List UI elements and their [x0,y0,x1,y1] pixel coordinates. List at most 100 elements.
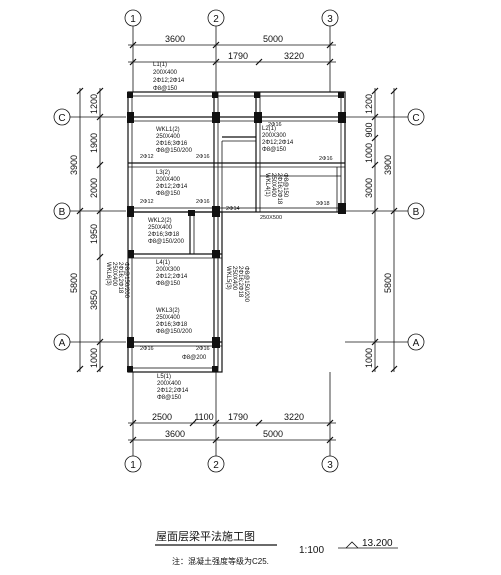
beam-wkl6-name: WKL6(3) [105,262,111,286]
dim-bottom-inner-3: 1790 [228,412,248,422]
dim-top-outer-1: 3600 [165,34,185,44]
axis-bubbles-bottom: 1 2 3 [124,455,339,473]
beam-l2-name: L2(1) [262,126,276,132]
dimension-bottom: 2500 1100 1790 3220 3600 5000 [128,412,336,444]
columns [127,92,346,372]
beam-l3-size: 200X400 [156,177,181,183]
dim-right-inner-1: 1200 [364,94,374,114]
beam-l4-bars: 2Φ12;2Φ14 [156,274,188,280]
dim-left-outer-1: 3900 [69,155,79,175]
beam-l4-stirrup: Φ8@150 [156,281,181,287]
axis-label-A-left: A [59,338,66,349]
beam-wkl6-bars: 2Φ16;2Φ18 [117,262,123,294]
beam-l5-size: 200X400 [157,381,182,387]
bottom-stirrup-note: Φ8@200 [182,355,207,361]
spot-labels: 2Φ12 2Φ16 2Φ12 2Φ16 2Φ16 2Φ16 3Φ18 2Φ14 … [140,122,333,361]
dim-right-outer-1: 3900 [383,155,393,175]
beam-l3-bars: 2Φ12;2Φ14 [156,184,188,190]
beam-wkl5-name: WKL5(3) [225,266,231,290]
beam-wkl6-size: 250X400 [111,262,117,287]
dim-left-inner-3: 2000 [89,178,99,198]
beam-wkl6-stirrup: Φ8@150/200 [123,262,129,299]
beam-label-wkl2: WKL2(2) 250X400 2Φ16;3Φ18 Φ8@150/200 [148,218,185,245]
dim-right-outer-2: 5800 [383,273,393,293]
beam-label-l4: L4(1) 200X300 2Φ12;2Φ14 Φ8@150 [156,260,188,287]
beam-wkl2-stirrup: Φ8@150/200 [148,239,185,245]
drawing-note: 注：混凝土强度等级为C25. [172,556,269,566]
axis-label-1-bottom: 1 [130,460,136,471]
spot-2d16-e: 2Φ16 [140,346,154,352]
beam-label-wkl3: WKL3(2) 250X400 2Φ16;3Φ18 Φ8@150/200 [156,308,193,335]
dim-top-inner-2: 3220 [284,51,304,61]
dim-right-inner-2: 900 [364,122,374,137]
spot-2d12-a: 2Φ12 [140,154,154,160]
spot-2d16-a: 2Φ16 [196,154,210,160]
axis-label-3-bottom: 3 [327,460,333,471]
drawing-scale: 1:100 [299,545,324,556]
beam-wkl3-bars: 2Φ16;3Φ18 [156,322,188,328]
dimension-left: 3900 5800 1200 1900 2000 1950 3850 1000 [69,87,104,373]
beam-l1-stirrup: Φ8@150 [153,86,178,92]
beam-wkl1-stirrup: Φ8@150/200 [156,148,193,154]
dim-bottom-inner-2: 1100 [194,412,213,422]
beam-l3-stirrup: Φ8@150 [156,191,181,197]
drawing-title: 屋面层梁平法施工图 [156,529,255,543]
beam-l3-name: L3(2) [156,170,170,176]
beam-wkl2-bars: 2Φ16;3Φ18 [148,232,180,238]
axis-label-2-top: 2 [213,14,219,25]
beam-wkl5-stirrup: Φ8@150/200 [243,266,249,303]
dim-left-inner-1: 1200 [89,94,99,114]
dim-right-inner-5: 1000 [364,348,374,368]
beam-l2-bars: 2Φ12;2Φ14 [262,140,294,146]
axis-bubbles-top: 1 2 3 [124,9,339,27]
beam-l2-size: 200X300 [262,133,287,139]
dimension-right: 1200 900 1000 3000 1000 3900 5800 [364,87,398,373]
beam-wkl5-bars: 2Φ16;2Φ18 [237,266,243,298]
beam-label-l3: L3(2) 200X400 2Φ12;2Φ14 Φ8@150 [156,170,188,197]
beam-label-wkl1: WKL1(2) 250X400 2Φ16;3Φ16 Φ8@150/200 [156,127,193,154]
beam-l2-stirrup: Φ8@150 [262,147,287,153]
dim-right-inner-3: 1000 [364,143,374,163]
beam-wkl4-size: 250X400 [270,173,276,198]
beam-lines [127,91,346,373]
beam-label-wkl5: WKL5(3) 250X400 2Φ16;2Φ18 Φ8@150/200 [225,266,249,303]
dim-bottom-outer-2: 5000 [263,429,283,439]
axis-label-A-right: A [413,338,420,349]
beam-label-l5: L5(1) 200X400 2Φ12;2Φ14 Φ8@150 [157,374,189,401]
beam-wkl1-bars: 2Φ16;3Φ16 [156,141,188,147]
spot-2d16-c: 2Φ16 [268,122,282,128]
axis-label-C-left: C [58,113,65,124]
beam-wkl4-stirrup: Φ8@150 [282,173,288,198]
axis-label-B-right: B [413,207,420,218]
dim-bottom-inner-4: 3220 [284,412,304,422]
dim-left-inner-6: 1000 [89,348,99,368]
spot-2d16-d: 2Φ16 [319,156,333,162]
axis-label-2-bottom: 2 [213,460,219,471]
beam-l5-name: L5(1) [157,374,171,380]
dim-bottom-inner-1: 2500 [152,412,172,422]
axis-label-B-left: B [59,207,66,218]
axis-label-1-top: 1 [130,14,136,25]
beam-l1-size: 200X400 [153,70,178,76]
beam-wkl3-stirrup: Φ8@150/200 [156,329,193,335]
axis-label-C-right: C [412,113,419,124]
spot-3d18-a: 3Φ18 [316,201,330,207]
beam-wkl5-size: 250X400 [231,266,237,291]
spot-size-250x500: 250X500 [260,215,282,221]
dim-left-inner-4: 1950 [89,224,99,244]
dim-left-outer-2: 5800 [69,273,79,293]
dim-right-inner-4: 3000 [364,178,374,198]
axis-label-3-top: 3 [327,14,333,25]
dim-left-inner-2: 1900 [89,133,99,153]
beam-wkl2-size: 250X400 [148,225,173,231]
dim-bottom-outer-1: 3600 [165,429,185,439]
beam-label-wkl6: WKL6(3) 250X400 2Φ16;2Φ18 Φ8@150/200 [105,262,129,299]
spot-2d16-b: 2Φ16 [196,199,210,205]
elevation-value: 13.200 [362,538,393,549]
dim-left-inner-5: 3850 [89,290,99,310]
beam-wkl2-name: WKL2(2) [148,218,172,224]
beam-label-wkl4: WKL4(1) 250X400 2Φ16;2Φ18 Φ8@150 [264,173,288,205]
title-block: 屋面层梁平法施工图 1:100 13.200 注：混凝土强度等级为C25. [155,529,398,566]
beam-wkl4-bars: 2Φ16;2Φ18 [276,173,282,205]
